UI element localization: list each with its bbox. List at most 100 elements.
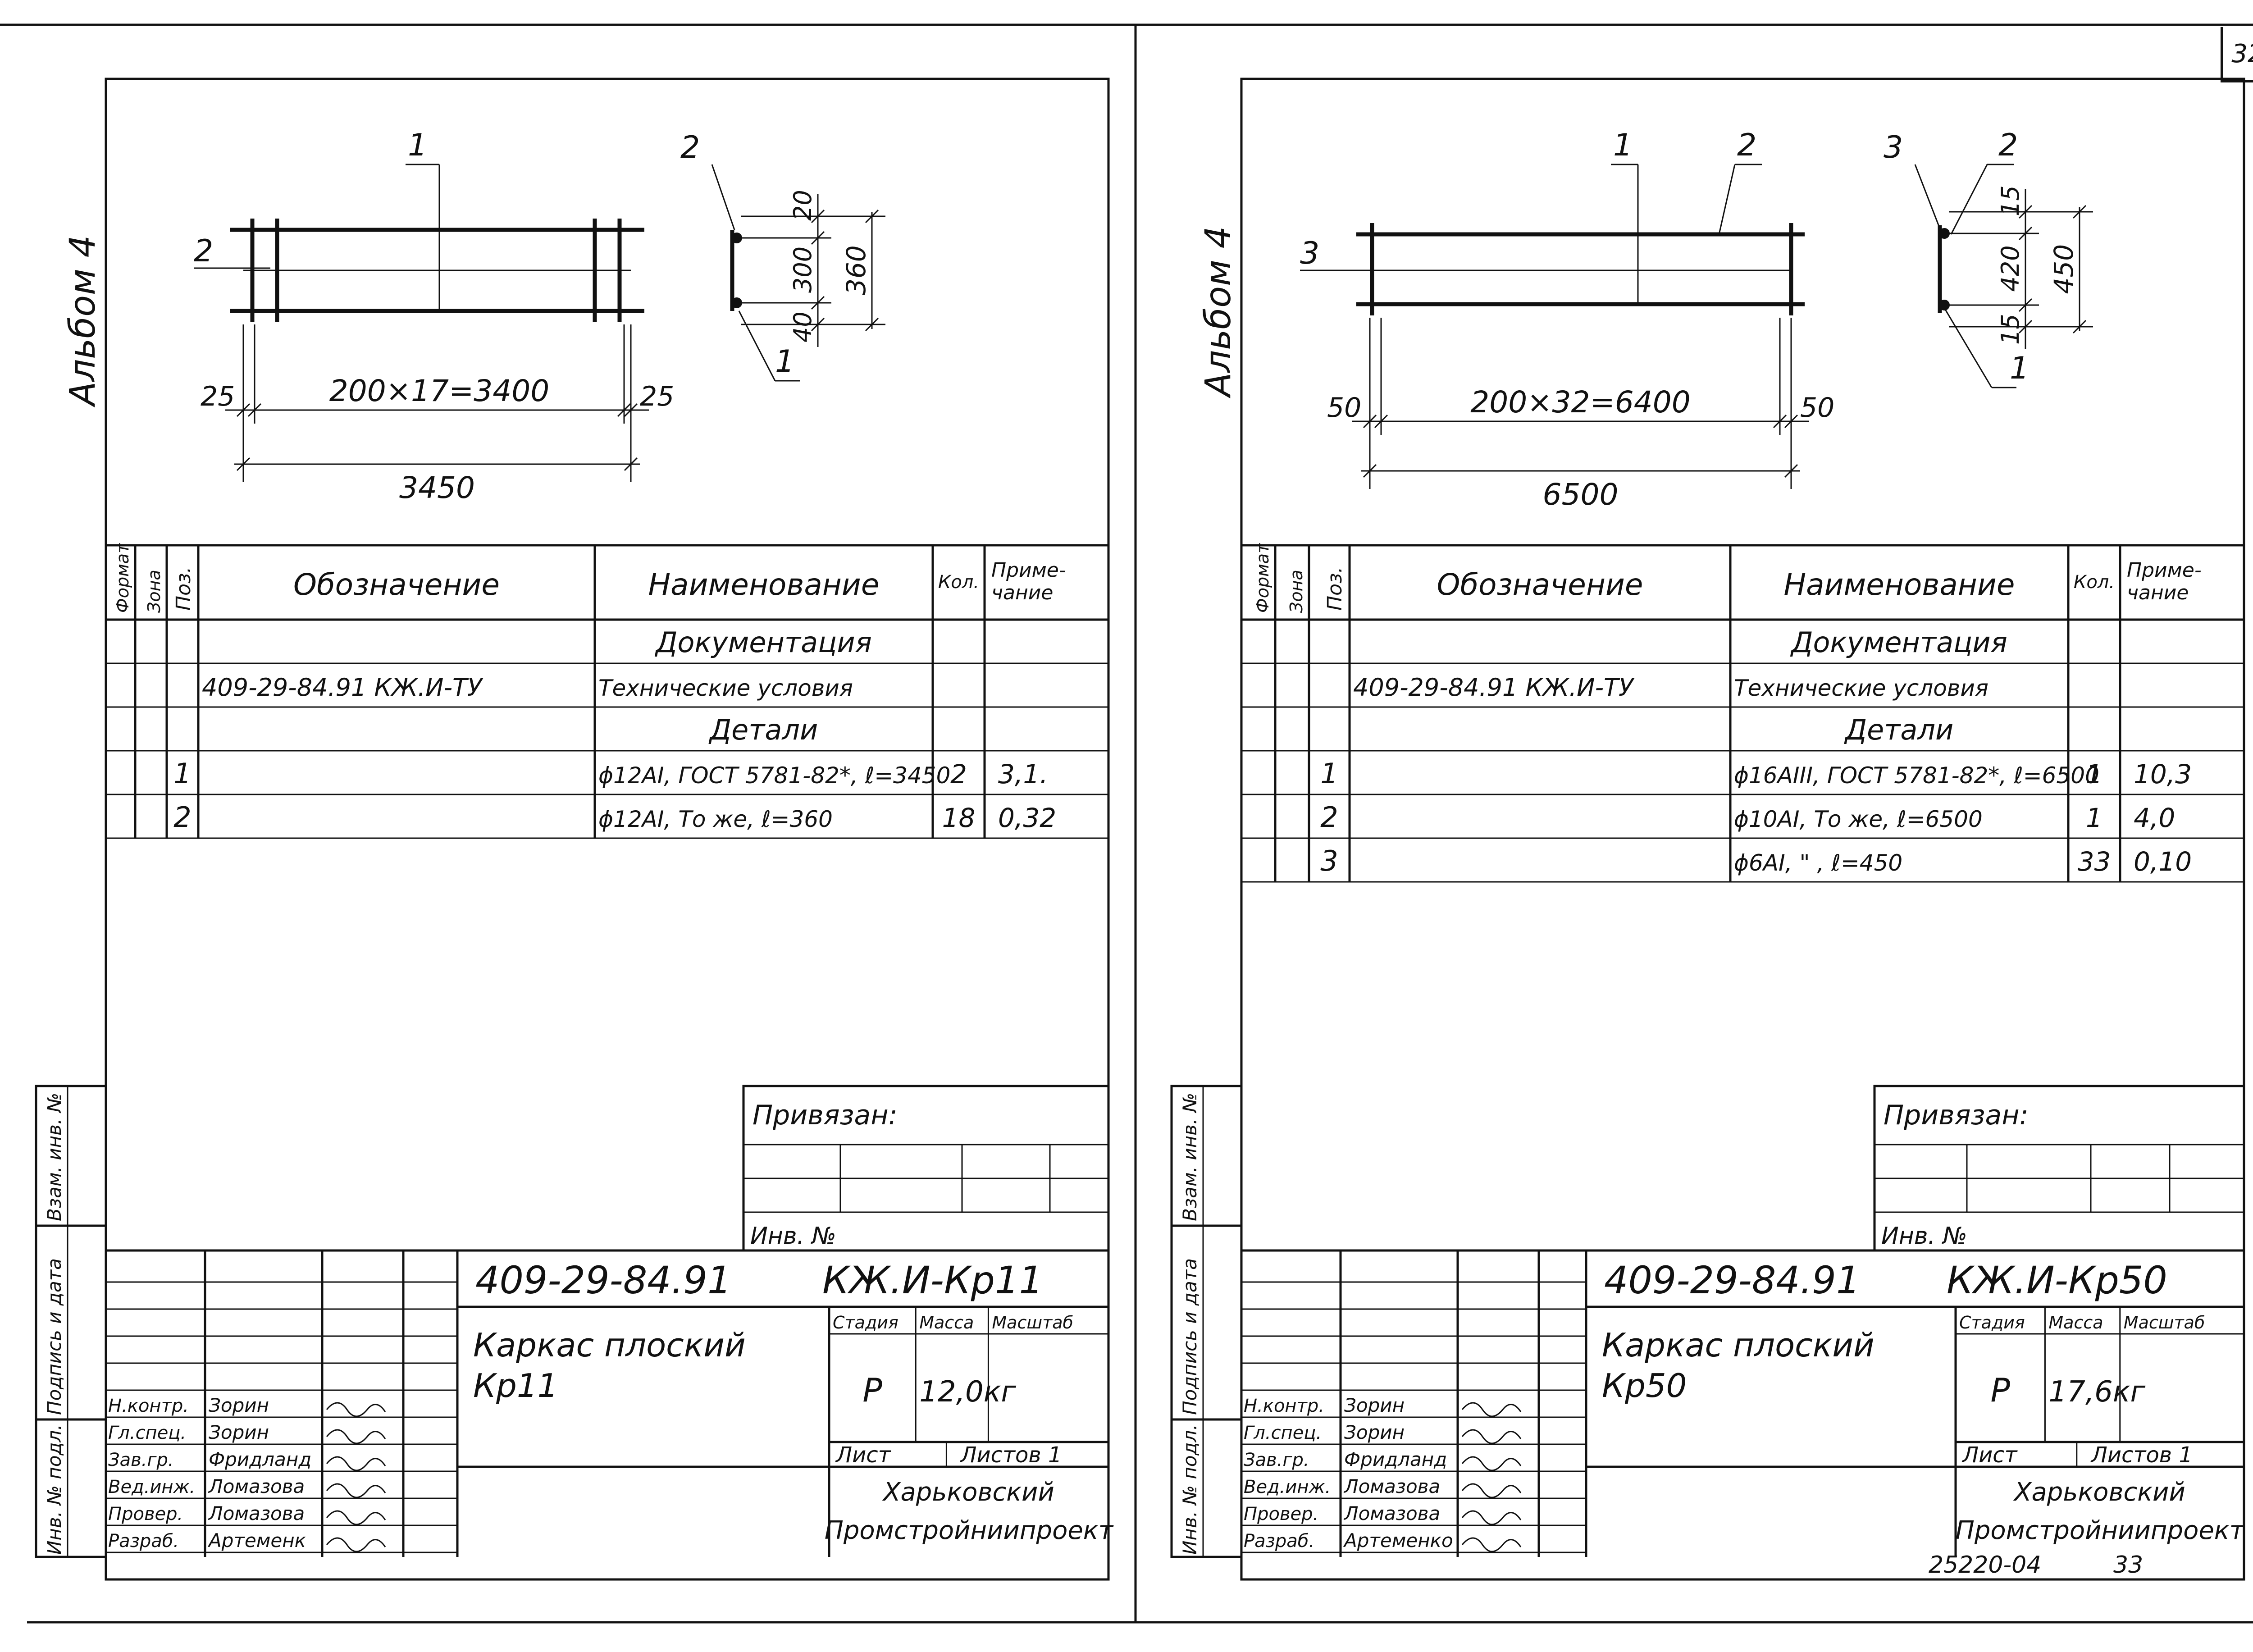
dim-tick [1784, 414, 1798, 429]
signature [326, 1456, 386, 1471]
scale-header: Масштаб [2124, 1313, 2205, 1333]
dim-tick [236, 403, 251, 417]
cell-qty: 2 [950, 759, 967, 789]
dim-right: 50 [1800, 392, 1834, 424]
dim-tick [811, 296, 825, 310]
side-stamp-frame [1170, 1085, 1243, 1558]
section-dim-text: 300 [789, 246, 817, 293]
header-name: Наименование [648, 567, 880, 602]
sheet-frame [105, 78, 1110, 1581]
dim-tick [1363, 464, 1377, 478]
cell-name: Детали [1844, 713, 1954, 746]
mass-value: 12,0кг [919, 1375, 1016, 1409]
position-label: 2 [1998, 128, 2018, 163]
cell-note: 0,32 [998, 803, 1056, 833]
side-stamp-vzam: Взам. инв. № [1179, 1093, 1201, 1221]
dim-tick [624, 457, 638, 471]
header-designation: Обозначение [293, 567, 500, 602]
album-label: Альбом 4 [1198, 226, 1239, 399]
dim-tick [2018, 205, 2033, 219]
cell-pos: 1 [1320, 757, 1338, 790]
title-role: Гл.спец. [1244, 1423, 1322, 1443]
cell-pos: 2 [173, 801, 191, 834]
title-role: Гл.спец. [108, 1423, 186, 1443]
scale-header: Масштаб [992, 1313, 1073, 1333]
title-role: Н.контр. [1244, 1396, 1324, 1416]
dim-tick [2018, 298, 2033, 312]
cell-name: ϕ16AIII, ГОСТ 5781-82*, ℓ=6500 [1734, 762, 2099, 789]
cell-note: 10,3 [2134, 759, 2192, 789]
dim-tick [624, 403, 638, 417]
header-note: Приме-чание [991, 559, 1066, 604]
signature [326, 1402, 386, 1417]
header-note: Приме-чание [2127, 559, 2202, 604]
inv-no-label: Инв. № [1881, 1223, 1967, 1250]
title-mark: КЖ.И-Кр50 [1947, 1258, 2167, 1302]
signature [326, 1510, 386, 1525]
side-stamp-podpis: Подпись и дата [43, 1258, 65, 1415]
dim-tick [811, 231, 825, 245]
signature [1461, 1537, 1522, 1552]
header-qty: Кол. [938, 572, 979, 593]
signature [326, 1537, 386, 1552]
dim-tick [247, 403, 262, 417]
cell-name: Документация [654, 626, 872, 659]
cell-name: Детали [708, 713, 818, 746]
position-label: 3 [1884, 130, 1903, 165]
cell-name: ϕ6AI, " , ℓ=450 [1734, 850, 1902, 876]
leader-line [738, 310, 776, 381]
cell-name: ϕ12AI, То же, ℓ=360 [598, 806, 833, 832]
dim-tick [2018, 319, 2033, 334]
header-format: Формат [113, 543, 132, 613]
leader-line [1914, 164, 1943, 235]
cell-qty: 1 [2086, 803, 2102, 833]
side-stamp-inv: Инв. № подл. [43, 1424, 65, 1555]
dim-tick [865, 209, 879, 224]
dim-inner: 200×32=6400 [1470, 385, 1691, 420]
leader-line [1950, 164, 1988, 235]
sheet-label: Лист [835, 1442, 892, 1468]
mass-header: Масса [919, 1313, 974, 1333]
section-dim-text: 20 [789, 190, 817, 221]
dim-left: 25 [201, 381, 235, 412]
side-stamp-podpis: Подпись и дата [1179, 1258, 1201, 1415]
header-format: Формат [1253, 543, 1272, 613]
bottom-code: 25220-04 [1929, 1552, 2041, 1579]
dim-tick [2072, 319, 2087, 334]
cell-name: ϕ12AI, ГОСТ 5781-82*, ℓ=3450 [598, 762, 950, 789]
title-person: Ломазова [208, 1475, 305, 1497]
signature [326, 1429, 386, 1444]
dim-tick [617, 403, 631, 417]
position-label: 1 [1613, 128, 1633, 163]
position-label: 1 [408, 128, 427, 163]
side-stamp-vzam: Взам. инв. № [43, 1093, 65, 1221]
title-person: Зорин [1344, 1394, 1405, 1416]
section-dim-text: 420 [1996, 245, 2025, 292]
title-role: Разраб. [1244, 1531, 1314, 1552]
stage-value: Р [1990, 1371, 2010, 1409]
sheets-label: Листов 1 [959, 1442, 1062, 1468]
leader-line [1718, 164, 1736, 235]
title-person: Фридланд [1344, 1448, 1447, 1470]
cell-qty: 1 [2086, 759, 2102, 789]
stage-header: Стадия [1959, 1313, 2025, 1333]
title-person: Ломазова [1343, 1502, 1440, 1524]
dim-total: 3450 [399, 470, 475, 505]
title-person: Фридланд [209, 1448, 311, 1470]
title-role: Вед.инж. [1244, 1477, 1331, 1497]
sheet-label: Лист [1961, 1442, 2018, 1468]
title-person: Зорин [1344, 1421, 1405, 1443]
sheets-label: Листов 1 [2090, 1442, 2193, 1468]
section-dim-text: 15 [1996, 185, 2025, 216]
signature [326, 1483, 386, 1498]
signature [1461, 1510, 1522, 1525]
section-bar [731, 297, 742, 308]
section-dim-text: 15 [1996, 314, 2025, 345]
title-role: Зав.гр. [1244, 1450, 1309, 1470]
title-code: 409-29-84.91 [475, 1258, 731, 1302]
cell-note: 3,1. [998, 759, 1048, 789]
side-stamp-frame [35, 1085, 107, 1558]
